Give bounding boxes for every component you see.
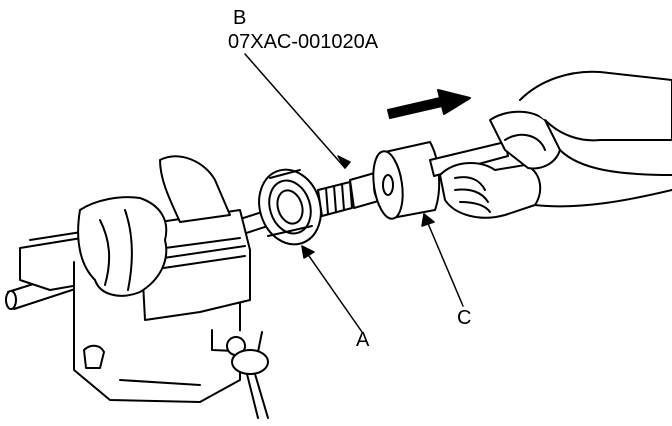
direction-arrow (387, 89, 471, 119)
callout-b-part-number: 07XAC-001020A (228, 31, 379, 53)
shop-rag (77, 196, 168, 297)
slide-hammer-weight-c (372, 141, 441, 220)
callout-c-letter: C (457, 307, 472, 329)
bearing-a (258, 168, 322, 246)
leader-lines (244, 53, 464, 333)
gloved-hands (439, 70, 672, 219)
callout-a-letter: A (356, 329, 370, 351)
callout-b-letter: B (233, 7, 247, 29)
